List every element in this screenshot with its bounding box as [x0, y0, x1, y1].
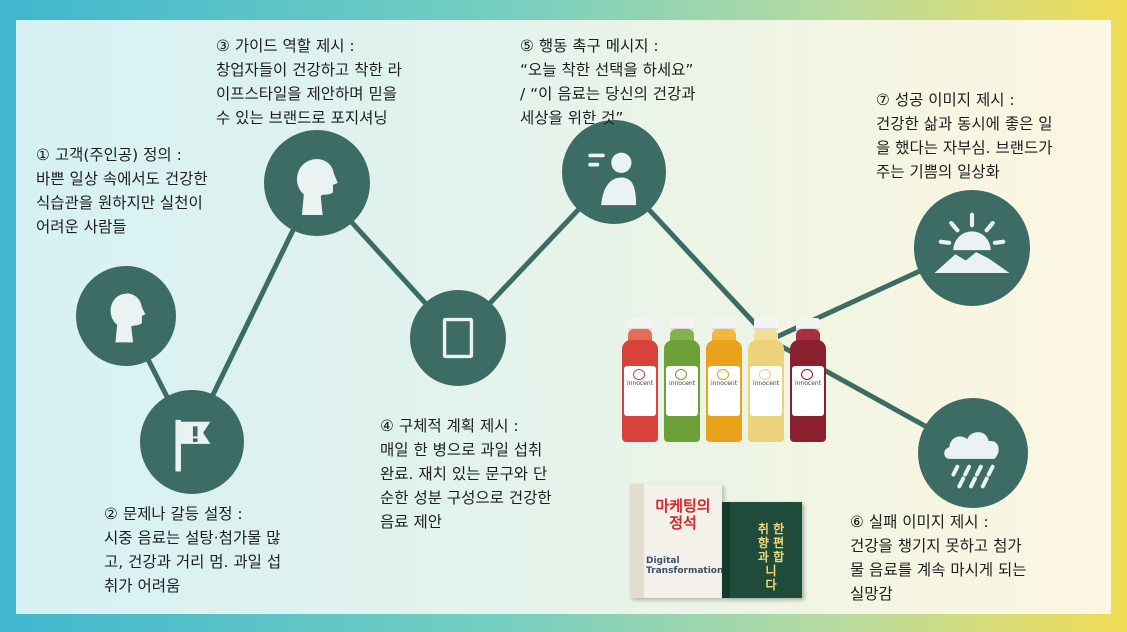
step-3-line: 이프스타일을 제안하며 믿을 [216, 82, 402, 106]
book2-title-line: 취 한 [746, 522, 796, 536]
node-plan [410, 290, 506, 386]
step-2-line: 고, 건강과 거리 멈. 과일 섭 [104, 550, 281, 574]
step-2-text: ② 문제나 갈등 설정 : 시중 음료는 설탕·첨가물 많 고, 건강과 거리 … [104, 502, 281, 598]
bottle-brand-label: innocent [664, 380, 700, 387]
book2-title-line: 니 [746, 564, 796, 578]
book1-title-line2: 정석 [646, 515, 720, 532]
book1-subtitle-line1: Digital [646, 556, 723, 566]
step-5-text: ⑤ 행동 촉구 메시지 : “오늘 착한 선택을 하세요” / “이 음료는 당… [520, 34, 696, 130]
step-4-line: 순한 성분 구성으로 건강한 [380, 486, 552, 510]
book2-title-line: 다 [746, 578, 796, 592]
step-6-heading: ⑥ 실패 이미지 제시 : [850, 510, 1027, 534]
step-4-line: 음료 제안 [380, 510, 552, 534]
bottle-brand-label: innocent [622, 380, 658, 387]
rain-cloud-icon [924, 404, 1022, 502]
step-1-line: 바쁜 일상 속에서도 건강한 [36, 167, 208, 191]
step-3-line: 수 있는 브랜드로 포지셔닝 [216, 106, 402, 130]
marketing-book-image: 마케팅의 정석 Digital Transformation [630, 484, 722, 598]
step-4-heading: ④ 구체적 계획 제시 : [380, 414, 552, 438]
node-call-to-action [562, 120, 666, 224]
step-7-line: 주는 기쁨의 일상화 [876, 160, 1053, 184]
step-4-text: ④ 구체적 계획 제시 : 매일 한 병으로 과일 섭취 완료. 재치 있는 문… [380, 414, 552, 534]
step-1-line: 식습관을 원하지만 실천이 [36, 191, 208, 215]
bottle-brand-label: innocent [790, 380, 826, 387]
node-customer [76, 266, 176, 366]
guide-head-icon [270, 136, 364, 230]
step-3-heading: ③ 가이드 역할 제시 : [216, 34, 402, 58]
flag-exclamation-icon [146, 396, 238, 488]
step-6-line: 실망감 [850, 582, 1027, 606]
step-4-line: 매일 한 병으로 과일 섭취 [380, 438, 552, 462]
book1-subtitle-line2: Transformation [646, 566, 723, 576]
juice-bottle: innocent [706, 318, 742, 442]
step-7-line: 을 했다는 자부심. 브랜드가 [876, 136, 1053, 160]
step-3-text: ③ 가이드 역할 제시 : 창업자들이 건강하고 착한 라 이프스타일을 제안하… [216, 34, 402, 130]
step-5-line: “오늘 착한 선택을 하세요” [520, 58, 696, 82]
juice-bottle: innocent [664, 318, 700, 442]
node-problem [140, 390, 244, 494]
step-2-line: 시중 음료는 설탕·첨가물 많 [104, 526, 281, 550]
innocent-bottles-image: innocent innocent innocent innocent innocent [622, 318, 828, 442]
book2-title-line: 향 편 [746, 536, 796, 550]
node-guide [264, 130, 370, 236]
step-7-text: ⑦ 성공 이미지 제시 : 건강한 삶과 동시에 좋은 일 을 했다는 자부심.… [876, 88, 1053, 184]
step-1-line: 어려운 사람들 [36, 215, 208, 239]
step-5-line: 세상을 위한 것” [520, 106, 696, 130]
bottle-brand-label: innocent [748, 380, 784, 387]
customer-head-icon [82, 272, 170, 360]
step-1-text: ① 고객(주인공) 정의 : 바쁜 일상 속에서도 건강한 식습관을 원하지만 … [36, 143, 208, 239]
bottle-brand-label: innocent [706, 380, 742, 387]
step-2-line: 취가 어려움 [104, 574, 281, 598]
step-5-line: / “이 음료는 당신의 건강과 [520, 82, 696, 106]
juice-bottle: innocent [748, 318, 784, 442]
step-4-line: 완료. 재치 있는 문구와 단 [380, 462, 552, 486]
book1-title-line1: 마케팅의 [646, 498, 720, 515]
step-3-line: 창업자들이 건강하고 착한 라 [216, 58, 402, 82]
step-7-line: 건강한 삶과 동시에 좋은 일 [876, 112, 1053, 136]
node-success [914, 190, 1030, 306]
step-7-heading: ⑦ 성공 이미지 제시 : [876, 88, 1053, 112]
sunrise-mountain-icon [920, 196, 1024, 300]
step-6-line: 물 음료를 계속 마시게 되는 [850, 558, 1027, 582]
node-failure [918, 398, 1028, 508]
step-6-text: ⑥ 실패 이미지 제시 : 건강을 챙기지 못하고 첨가 물 음료를 계속 마시… [850, 510, 1027, 606]
step-5-heading: ⑤ 행동 촉구 메시지 : [520, 34, 696, 58]
juice-bottle: innocent [790, 318, 826, 442]
book2-title-line: 과 합 [746, 550, 796, 564]
step-1-heading: ① 고객(주인공) 정의 : [36, 143, 208, 167]
book-icon [416, 296, 500, 380]
step-2-heading: ② 문제나 갈등 설정 : [104, 502, 281, 526]
step-6-line: 건강을 챙기지 못하고 첨가 [850, 534, 1027, 558]
speaking-person-icon [568, 126, 660, 218]
juice-bottle: innocent [622, 318, 658, 442]
